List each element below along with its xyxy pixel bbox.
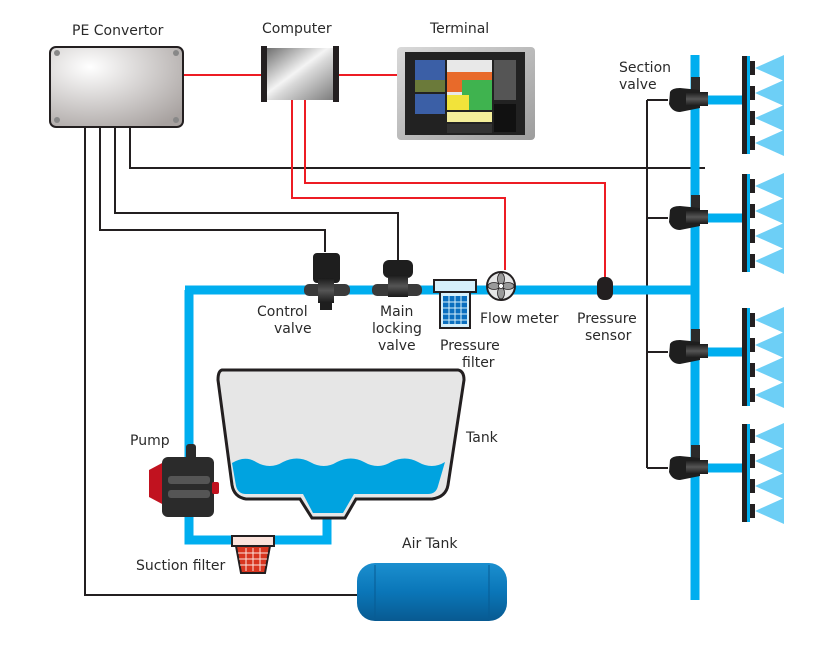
spray-fan bbox=[755, 473, 784, 499]
nozzle bbox=[750, 86, 755, 100]
tank-label: Tank bbox=[465, 430, 499, 446]
pump-label: Pump bbox=[130, 433, 170, 449]
computer[interactable] bbox=[261, 46, 339, 102]
section-valve[interactable] bbox=[669, 329, 708, 364]
nozzle bbox=[750, 338, 755, 352]
pressure-sensor[interactable] bbox=[597, 277, 613, 300]
section-valve[interactable] bbox=[669, 445, 708, 480]
wire-pressure-sensor bbox=[304, 100, 606, 278]
computer-label: Computer bbox=[262, 21, 332, 37]
wire-main-locking-valve bbox=[114, 126, 399, 260]
nozzle-bar bbox=[742, 424, 747, 522]
section-valve-label-1: Section bbox=[619, 60, 671, 76]
pe-convertor-label: PE Convertor bbox=[72, 23, 164, 39]
section-valve-label-2: valve bbox=[619, 77, 657, 93]
control-wires bbox=[84, 99, 705, 596]
nozzle bbox=[750, 504, 755, 518]
control-valve-label-1: Control bbox=[257, 304, 308, 320]
control-valve[interactable] bbox=[304, 253, 350, 310]
main-locking-valve-label-1: Main bbox=[380, 304, 413, 320]
nozzle bbox=[750, 136, 755, 150]
spray-fan bbox=[755, 130, 784, 156]
nozzle bbox=[750, 313, 755, 327]
nozzle bbox=[750, 179, 755, 193]
spray-fan bbox=[755, 357, 784, 383]
main-locking-valve-label-2: locking bbox=[372, 321, 422, 337]
wire-section-valves bbox=[129, 126, 705, 169]
nozzle bbox=[750, 479, 755, 493]
spray-fan bbox=[755, 198, 784, 224]
air-tank-label: Air Tank bbox=[402, 536, 458, 552]
suction-filter-label: Suction filter bbox=[136, 558, 226, 574]
nozzle bbox=[750, 363, 755, 377]
spray-fan bbox=[755, 223, 784, 249]
pressure-sensor-label-1: Pressure bbox=[577, 311, 637, 327]
boom-section bbox=[669, 423, 784, 524]
nozzle-bar bbox=[742, 174, 747, 272]
terminal[interactable] bbox=[397, 47, 535, 140]
tank[interactable] bbox=[216, 368, 466, 520]
boom-section bbox=[669, 173, 784, 274]
spray-fan bbox=[755, 448, 784, 474]
section-valve[interactable] bbox=[669, 77, 708, 112]
pump[interactable] bbox=[149, 444, 219, 517]
pressure-filter[interactable] bbox=[433, 279, 477, 329]
spray-fan bbox=[755, 105, 784, 131]
spray-fan bbox=[755, 173, 784, 199]
nozzle bbox=[750, 254, 755, 268]
tank-liquid bbox=[232, 458, 445, 513]
nozzle bbox=[750, 61, 755, 75]
wire-flow-meter bbox=[291, 100, 506, 270]
nozzle-bar bbox=[742, 56, 747, 154]
nozzle bbox=[750, 229, 755, 243]
wire-air-tank bbox=[84, 126, 357, 596]
boom-section bbox=[669, 307, 784, 408]
nozzle-bar bbox=[742, 308, 747, 406]
nozzle bbox=[750, 454, 755, 468]
main-locking-valve-label-3: valve bbox=[378, 338, 416, 354]
boom-section bbox=[669, 55, 784, 156]
boom-sections bbox=[669, 55, 784, 524]
spray-fan bbox=[755, 307, 784, 333]
main-locking-valve[interactable] bbox=[372, 260, 422, 297]
wire-control-valve bbox=[99, 126, 326, 252]
signal-wires bbox=[183, 74, 606, 278]
nozzle bbox=[750, 388, 755, 402]
flow-meter-label: Flow meter bbox=[480, 311, 559, 327]
spray-fan bbox=[755, 423, 784, 449]
spray-fan bbox=[755, 382, 784, 408]
spray-fan bbox=[755, 498, 784, 524]
pressure-sensor-label-2: sensor bbox=[585, 328, 632, 344]
terminal-label: Terminal bbox=[429, 21, 489, 37]
air-tank[interactable] bbox=[357, 563, 507, 621]
pressure-filter-label-2: filter bbox=[462, 355, 495, 371]
pressure-filter-label-1: Pressure bbox=[440, 338, 500, 354]
spray-fan bbox=[755, 248, 784, 274]
control-valve-label-2: valve bbox=[274, 321, 312, 337]
nozzle bbox=[750, 429, 755, 443]
pe-convertor[interactable] bbox=[49, 46, 184, 128]
spray-fan bbox=[755, 80, 784, 106]
suction-filter[interactable] bbox=[231, 535, 275, 574]
spray-fan bbox=[755, 55, 784, 81]
spray-fan bbox=[755, 332, 784, 358]
section-valve[interactable] bbox=[669, 195, 708, 230]
nozzle bbox=[750, 111, 755, 125]
flow-meter[interactable] bbox=[486, 271, 516, 301]
nozzle bbox=[750, 204, 755, 218]
